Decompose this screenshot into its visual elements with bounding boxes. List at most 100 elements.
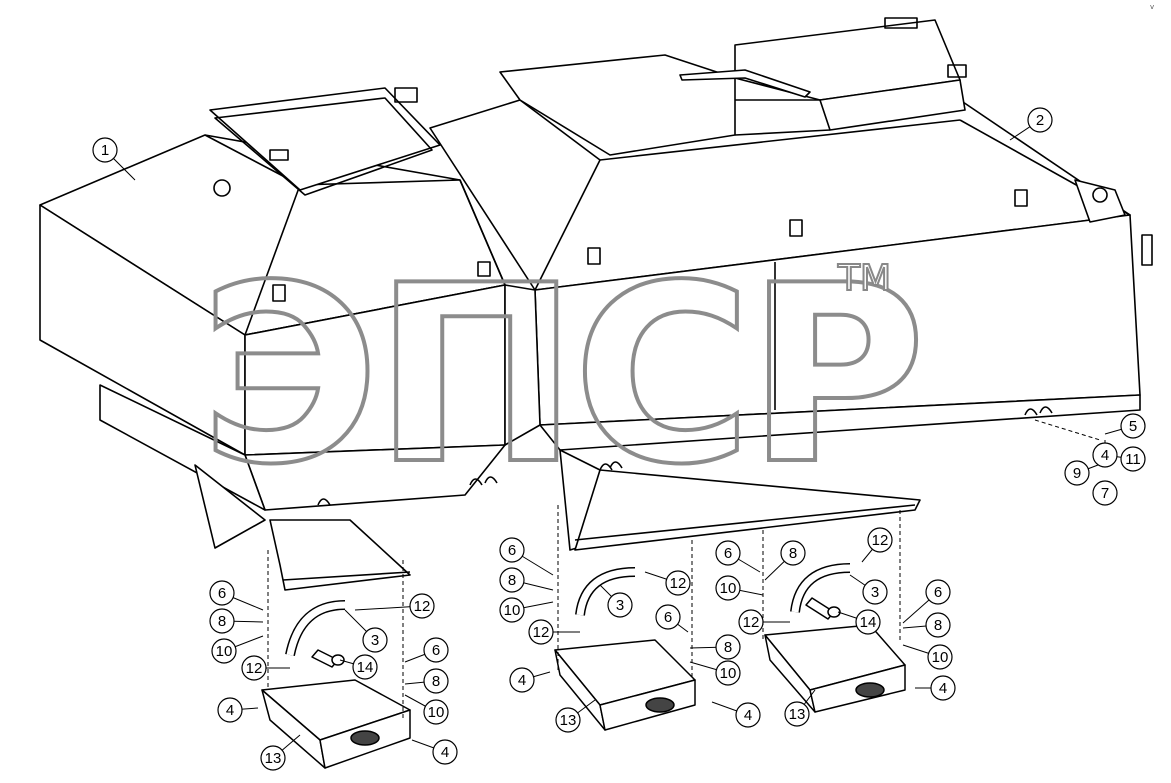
callout-label: 13 [789, 706, 806, 723]
callout-circle [1092, 480, 1118, 506]
callout-label: 8 [724, 639, 732, 656]
watermark: ЭПСР TM [198, 231, 928, 520]
callout-label: 1 [101, 142, 109, 159]
callout-label: 7 [1101, 485, 1109, 502]
callout-label: 14 [860, 614, 877, 631]
callout-c10f: 10 [927, 644, 953, 670]
callout-circle [209, 580, 235, 606]
callout-c10c: 10 [499, 597, 525, 623]
callout-c4a: 4 [217, 697, 243, 723]
callout-circle [528, 619, 554, 645]
callout-circle [715, 660, 741, 686]
callout-label: 10 [720, 665, 737, 682]
callout-circle [499, 597, 525, 623]
callout-label: 10 [504, 602, 521, 619]
callout-c3a: 3 [362, 627, 388, 653]
callout-c2: 2 [1027, 107, 1053, 133]
callout-circle [409, 593, 435, 619]
parts [261, 563, 906, 769]
callout-circle [555, 707, 581, 733]
callout-label: 4 [1101, 447, 1109, 464]
callout-circle [862, 579, 888, 605]
callout-c12e: 12 [867, 527, 893, 553]
callout-label: 12 [414, 598, 431, 615]
callout-label: 8 [789, 545, 797, 562]
callout-circle [1092, 442, 1118, 468]
callout-c6d: 6 [655, 604, 681, 630]
callout-label: 2 [1036, 112, 1044, 129]
callout-label: 6 [432, 642, 440, 659]
hopper-2 [429, 17, 1153, 551]
callout-circle [509, 667, 535, 693]
callout-label: 4 [744, 707, 752, 724]
callout-c6f: 6 [925, 579, 951, 605]
callout-circle [362, 627, 388, 653]
callout-c12c: 12 [665, 570, 691, 596]
callout-c8f: 8 [925, 612, 951, 638]
callout-label: 8 [934, 617, 942, 634]
callout-circle [715, 575, 741, 601]
callout-label: 13 [560, 712, 577, 729]
callout-label: 4 [518, 672, 526, 689]
callout-circle [715, 540, 741, 566]
callout-label: 10 [932, 649, 949, 666]
callout-c6c: 6 [499, 537, 525, 563]
callout-circle [499, 537, 525, 563]
callout-c10b: 10 [423, 699, 449, 725]
callout-circle [925, 612, 951, 638]
callout-circle [1027, 107, 1053, 133]
callout-c4f: 4 [1092, 442, 1118, 468]
callout-label: 4 [441, 744, 449, 761]
callout-c3b: 3 [607, 592, 633, 618]
callout-c11: 11 [1120, 446, 1146, 472]
callout-circle [738, 609, 764, 635]
callout-circle [867, 527, 893, 553]
callout-label: 8 [432, 673, 440, 690]
callout-c10d: 10 [715, 660, 741, 686]
callout-label: 5 [1129, 418, 1137, 435]
callout-label: 4 [939, 680, 947, 697]
callout-c3c: 3 [862, 579, 888, 605]
watermark-tm: TM [837, 258, 891, 299]
watermark-text: ЭПСР [200, 233, 920, 518]
callout-label: 3 [371, 632, 379, 649]
callout-circle [784, 701, 810, 727]
callout-circle [423, 637, 449, 663]
callout-circle [423, 699, 449, 725]
callout-c12d: 12 [528, 619, 554, 645]
callout-label: 8 [218, 613, 226, 630]
callout-circle [1120, 413, 1146, 439]
callout-circle [930, 675, 956, 701]
corner-mark: v [1150, 3, 1154, 11]
callout-label: 3 [616, 597, 624, 614]
callout-label: 4 [226, 702, 234, 719]
callout-c13c: 13 [784, 701, 810, 727]
callout-c4d: 4 [735, 702, 761, 728]
callout-circle [1120, 446, 1146, 472]
callout-circle [607, 592, 633, 618]
callout-circle [423, 668, 449, 694]
callout-c1: 1 [92, 137, 118, 163]
callout-label: 12 [743, 614, 760, 631]
callout-label: 6 [664, 609, 672, 626]
callout-c8b: 8 [423, 668, 449, 694]
callout-circle [735, 702, 761, 728]
callout-c10a: 10 [211, 638, 237, 664]
callout-c8c: 8 [499, 567, 525, 593]
callout-circle [499, 567, 525, 593]
callout-c6a: 6 [209, 580, 235, 606]
callout-c12f: 12 [738, 609, 764, 635]
callout-c9: 9 [1064, 460, 1090, 486]
callout-label: 10 [720, 580, 737, 597]
callout-c8e: 8 [780, 540, 806, 566]
callout-label: 12 [533, 624, 550, 641]
callout-circle [780, 540, 806, 566]
callout-c6b: 6 [423, 637, 449, 663]
callout-circle [211, 638, 237, 664]
callout-circle [241, 655, 267, 681]
callout-c4c: 4 [509, 667, 535, 693]
callout-circle [260, 745, 286, 771]
hopper-1 [39, 87, 506, 591]
callout-circle [665, 570, 691, 596]
callout-c6e: 6 [715, 540, 741, 566]
